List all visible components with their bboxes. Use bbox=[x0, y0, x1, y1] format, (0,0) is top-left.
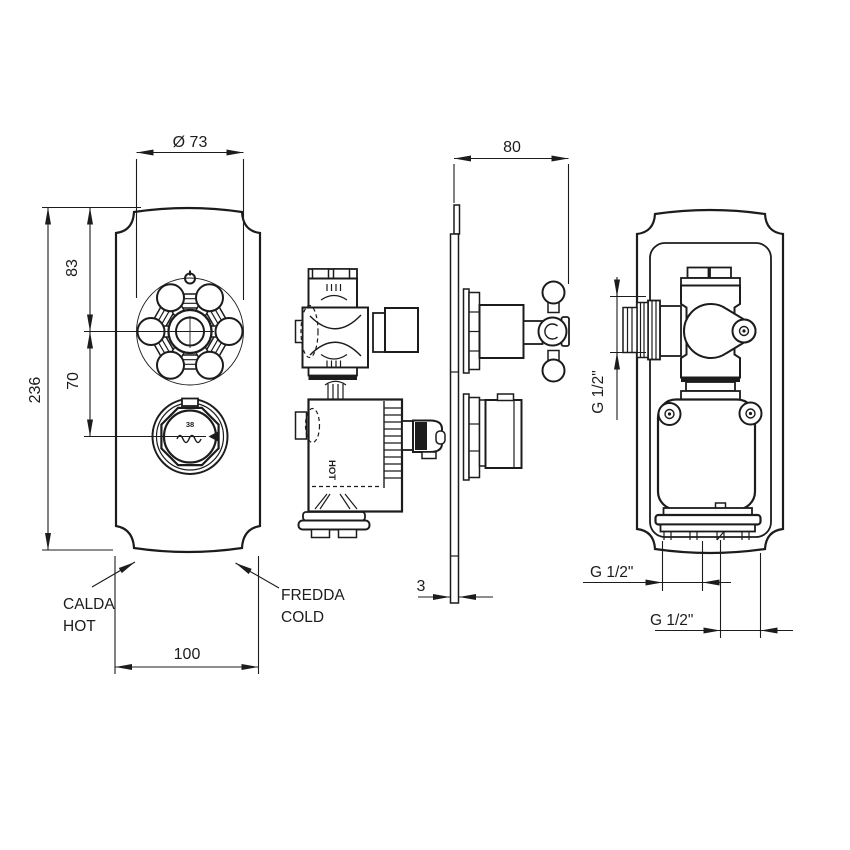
handle-lobes bbox=[136, 283, 244, 380]
dim-bottom-port-1-text: G 1/2" bbox=[590, 564, 633, 581]
dim-depth-80: 80 bbox=[453, 139, 570, 284]
dim-width-100: 100 bbox=[114, 556, 260, 674]
knob-temperature-marking: 38 bbox=[186, 420, 194, 429]
check-valve-upper bbox=[294, 304, 319, 359]
label-calda-hot: CALDA HOT bbox=[63, 561, 136, 635]
dim-83-70: 83 70 bbox=[64, 207, 93, 437]
label-hot: HOT bbox=[63, 618, 96, 635]
thread-marks-bottom bbox=[320, 354, 348, 368]
dim-side-port: G 1/2" bbox=[590, 277, 646, 420]
dim-plate-3: 3 bbox=[417, 578, 493, 600]
side-view: HOT bbox=[294, 139, 570, 604]
knob-top-tab bbox=[181, 397, 199, 407]
dim-bottom-port-2: G 1/2" bbox=[650, 540, 793, 638]
dim-236-text: 236 bbox=[27, 377, 44, 404]
dim-bottom-port-2-text: G 1/2" bbox=[650, 612, 693, 629]
cartridge-ridges bbox=[384, 407, 402, 479]
cam-screw bbox=[731, 318, 757, 344]
body-hot-marking: HOT bbox=[326, 460, 337, 480]
rough-valve-lower: HOT bbox=[294, 398, 446, 539]
check-valve-lower bbox=[294, 407, 321, 444]
front-view: 38 Ø 73 236 83 70 bbox=[27, 134, 345, 674]
dim-diameter-73: Ø 73 bbox=[135, 134, 245, 300]
dim-83-text: 83 bbox=[64, 259, 81, 277]
knob-pointer-icon bbox=[208, 431, 219, 442]
dim-bottom-port-1: G 1/2" bbox=[583, 541, 731, 591]
label-fredda: FREDDA bbox=[281, 587, 345, 604]
housing-screw-left bbox=[657, 402, 682, 426]
valve-mid-section bbox=[307, 366, 358, 405]
dim-70-text: 70 bbox=[65, 372, 82, 390]
knob-trim-side bbox=[462, 393, 523, 481]
thread-marks-top bbox=[320, 284, 348, 301]
label-cold: COLD bbox=[281, 609, 324, 626]
cross-handle bbox=[84, 270, 244, 386]
housing-screw-right bbox=[738, 401, 763, 426]
label-calda: CALDA bbox=[63, 596, 115, 613]
wall-plate-edge bbox=[449, 204, 461, 604]
bottom-port-threads bbox=[663, 531, 750, 541]
front-plate-outline bbox=[114, 206, 262, 554]
dim-diameter-text: Ø 73 bbox=[173, 134, 208, 151]
dim-100-text: 100 bbox=[174, 646, 201, 663]
rear-view: G 1/2" G 1/2" G 1/2" bbox=[583, 208, 793, 638]
label-fredda-cold: FREDDA COLD bbox=[235, 562, 345, 626]
dim-side-port-text: G 1/2" bbox=[590, 370, 607, 413]
temperature-knob: 38 bbox=[84, 397, 229, 475]
rough-valve-upper bbox=[294, 268, 419, 369]
rear-upper-body bbox=[680, 266, 757, 401]
diverter-indicator-icon bbox=[184, 270, 196, 285]
dim-80-text: 80 bbox=[503, 139, 521, 156]
side-port-connector bbox=[622, 299, 682, 361]
rear-lower-body bbox=[654, 398, 763, 541]
dim-3-text: 3 bbox=[417, 578, 426, 595]
handle-trim-side bbox=[462, 280, 570, 383]
